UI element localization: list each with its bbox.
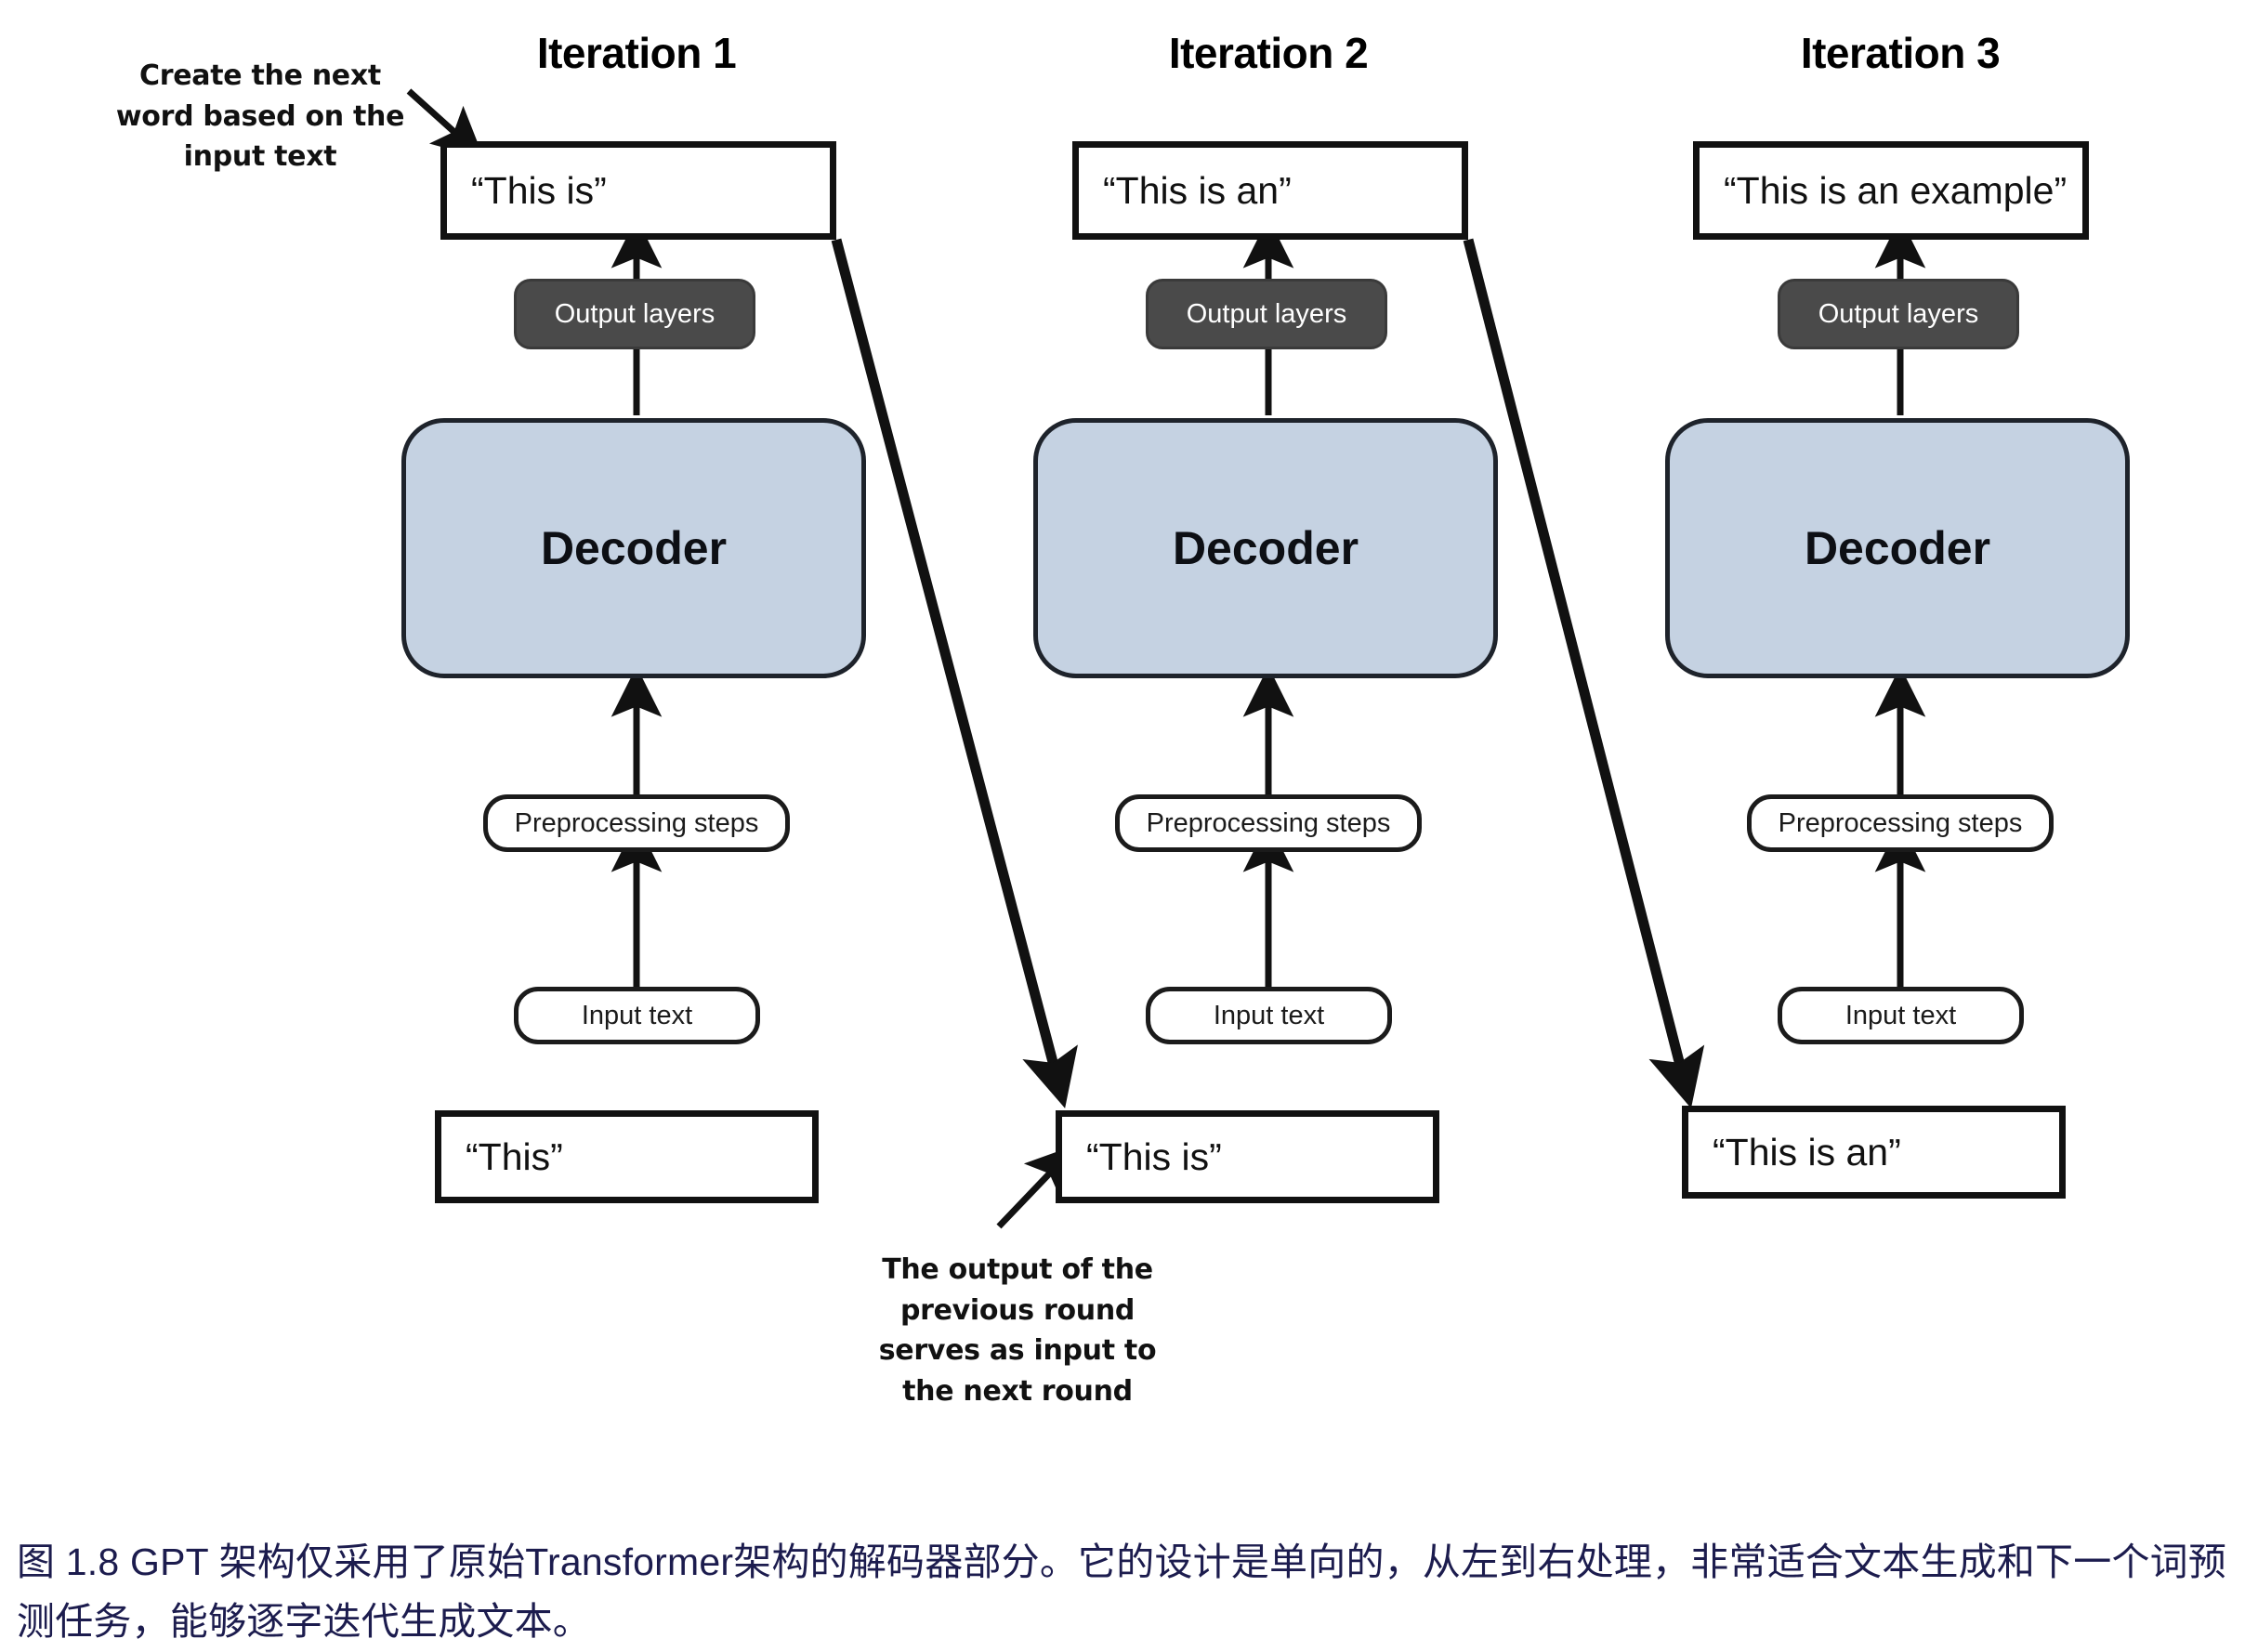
preprocessing-label-1: Preprocessing steps [514, 807, 759, 838]
arrow-callout-top-left [406, 88, 484, 159]
arrow-feedback-iter1-to-iter2 [831, 238, 1078, 1108]
output-layers-box-1: Output layers [514, 279, 755, 349]
callout-output-serves-as-input: The output of the previous round serves … [878, 1253, 1157, 1408]
arrow-feedback-iter2-to-iter3 [1463, 238, 1705, 1108]
bottom-input-text-1: “This” [466, 1134, 563, 1178]
output-layers-label-1: Output layers [554, 298, 715, 329]
top-output-text-1: “This is” [471, 168, 607, 212]
figure-caption: 图 1.8 GPT 架构仅采用了原始Transformer架构的解码器部分。它的… [17, 1541, 2227, 1643]
input-text-box-1: Input text [514, 987, 760, 1044]
decoder-box-1: Decoder [401, 418, 866, 678]
arrow-callout-bottom-middle [996, 1144, 1078, 1229]
top-output-box-iteration-2: “This is an” [1072, 141, 1468, 240]
column-title-iteration-3: Iteration 3 [1800, 29, 2001, 77]
input-text-box-2: Input text [1146, 987, 1392, 1044]
decoder-label-3: Decoder [1804, 522, 1991, 574]
output-layers-label-3: Output layers [1818, 298, 1979, 329]
decoder-box-2: Decoder [1033, 418, 1498, 678]
output-layers-label-2: Output layers [1186, 298, 1347, 329]
bottom-input-box-iteration-2: “This is” [1056, 1110, 1439, 1203]
input-text-box-3: Input text [1778, 987, 2024, 1044]
bottom-input-box-iteration-1: “This” [435, 1110, 819, 1203]
decoder-label-1: Decoder [540, 522, 728, 574]
preprocessing-box-3: Preprocessing steps [1747, 794, 2054, 852]
decoder-box-3: Decoder [1665, 418, 2130, 678]
column-title-iteration-1: Iteration 1 [536, 29, 737, 77]
preprocessing-label-3: Preprocessing steps [1778, 807, 2023, 838]
input-text-label-1: Input text [581, 1000, 693, 1030]
bottom-input-box-iteration-3: “This is an” [1682, 1106, 2066, 1199]
top-output-box-iteration-1: “This is” [440, 141, 836, 240]
preprocessing-box-2: Preprocessing steps [1115, 794, 1422, 852]
top-output-text-2: “This is an” [1103, 168, 1292, 212]
output-layers-box-2: Output layers [1146, 279, 1387, 349]
bottom-input-text-3: “This is an” [1713, 1130, 1901, 1173]
top-output-box-iteration-3: “This is an example” [1693, 141, 2089, 240]
input-text-label-3: Input text [1844, 1000, 1957, 1030]
top-output-text-3: “This is an example” [1724, 168, 2068, 212]
preprocessing-label-2: Preprocessing steps [1146, 807, 1391, 838]
input-text-label-2: Input text [1213, 1000, 1325, 1030]
output-layers-box-3: Output layers [1778, 279, 2019, 349]
decoder-label-2: Decoder [1172, 522, 1359, 574]
bottom-input-text-2: “This is” [1086, 1134, 1222, 1178]
callout-create-next-word: Create the next word based on the input … [115, 59, 405, 173]
column-title-iteration-2: Iteration 2 [1168, 29, 1369, 77]
preprocessing-box-1: Preprocessing steps [483, 794, 790, 852]
